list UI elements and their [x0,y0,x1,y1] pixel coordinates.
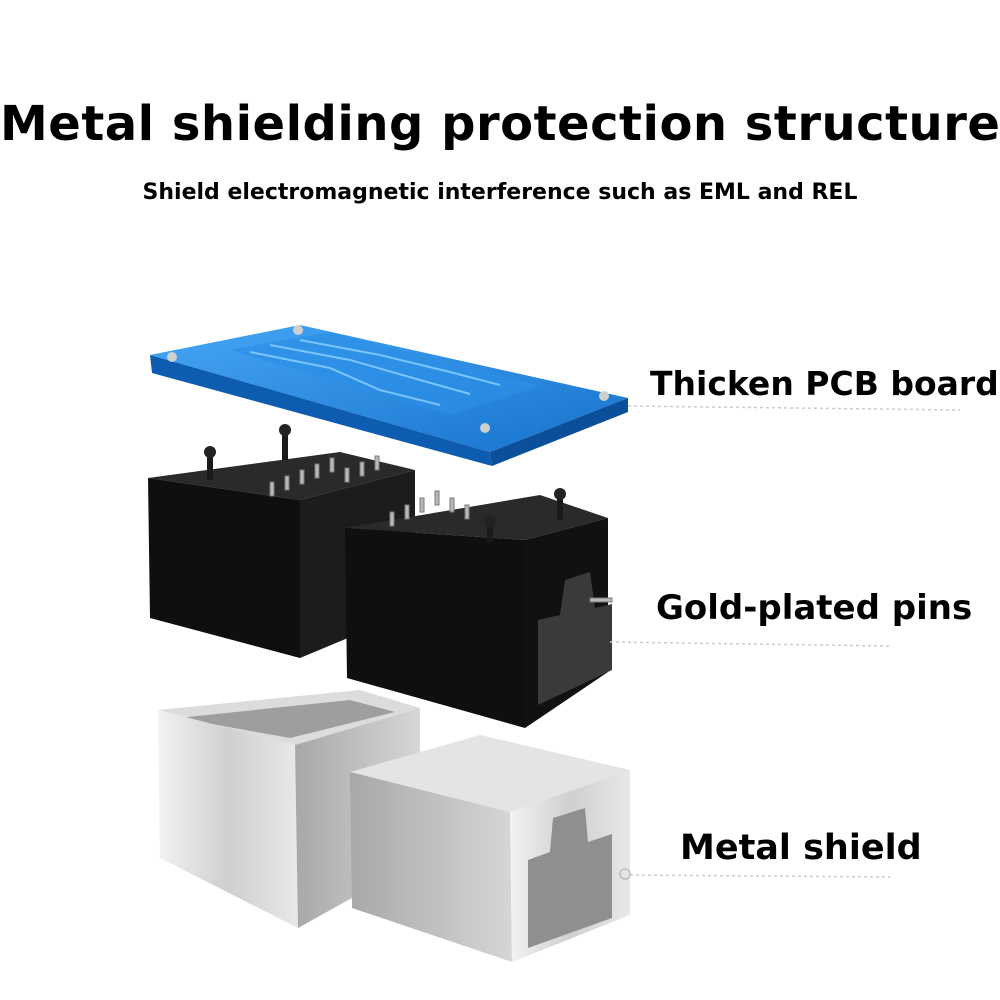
left-connector-front [148,478,300,658]
latch-pin [589,597,613,603]
left-connector-post-head [279,424,291,436]
pin [434,490,440,506]
pcb-trace [269,344,471,395]
pcb-mounting-hole [480,423,490,433]
right-connector-port-opening [538,572,612,705]
pin [344,467,350,483]
right-shield-top [350,735,630,812]
right-metal-shield [350,735,630,962]
pcb-side-edge [490,398,628,466]
right-shield-port-opening [528,808,612,948]
pin [389,511,395,527]
pin [374,455,380,471]
pin [449,497,455,513]
left-connector-top [148,452,415,500]
pin [404,504,410,520]
pin [464,504,470,520]
right-black-connector [345,488,612,728]
pcb-trace [249,351,441,406]
pin [284,475,290,491]
pcb-board-label: Thicken PCB board [650,364,999,403]
pcb-mounting-hole [167,352,177,362]
metal-shield-label: Metal shield [680,828,922,868]
page-subtitle: Shield electromagnetic interference such… [142,180,858,205]
pin [329,457,335,473]
right-connector-post-head [554,488,566,500]
pcb-front-edge [150,355,492,466]
pin [269,481,275,497]
pcb-mounting-hole [293,325,303,335]
pcb-leader-line [627,405,961,411]
left-connector-post-head [204,446,216,458]
right-shield-left-face [350,772,512,962]
gold-pins-label: Gold-plated pins [656,588,973,628]
right-connector-left-face [345,528,525,728]
pin [419,497,425,513]
gold-plated-pins [269,455,613,603]
right-connector-top [345,495,608,540]
page-title: Metal shielding protection structure [0,96,1000,152]
shield-leader-dot [619,868,631,880]
pin [314,463,320,479]
right-connector-post-head [484,516,496,528]
pins-leader-line [609,641,891,647]
pcb-trace [299,339,501,386]
left-shield-opening [178,700,395,738]
pin [299,469,305,485]
left-shield-front [158,710,298,928]
pcb-board [150,325,628,466]
pin [359,461,365,477]
pcb-mounting-hole [599,391,609,401]
shield-leader-line [629,874,891,878]
